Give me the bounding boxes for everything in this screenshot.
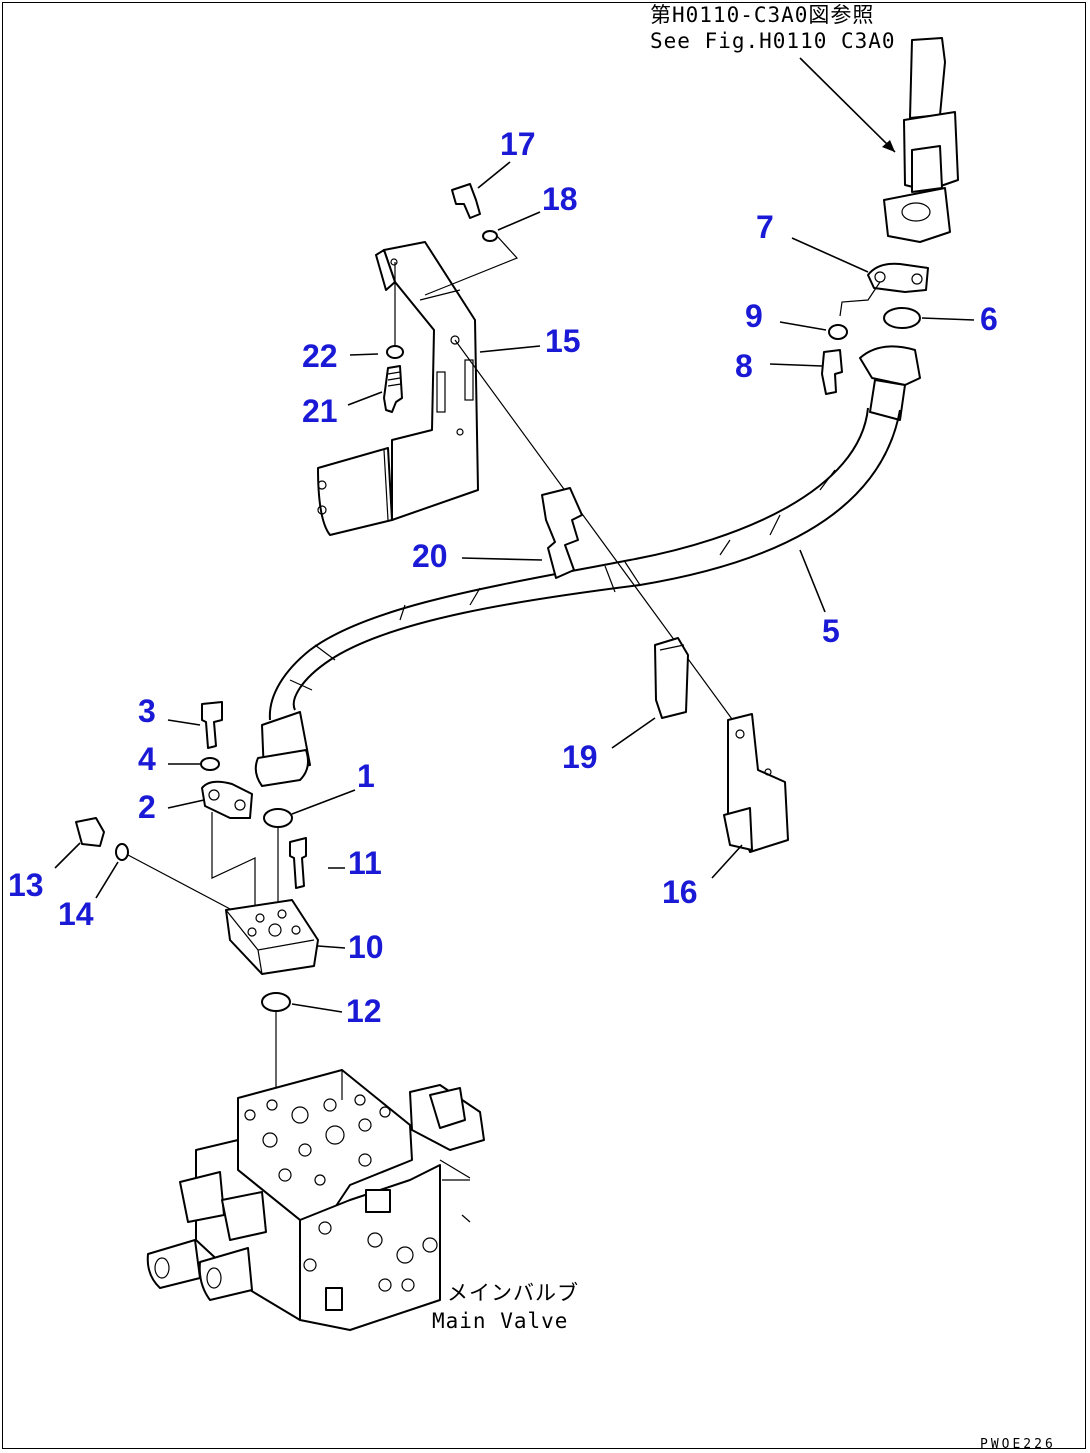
part-17-bolt — [451, 183, 481, 219]
part-3-bolt — [201, 701, 223, 749]
part-12-o-ring — [261, 992, 291, 1012]
part-4-washer — [200, 757, 220, 771]
callout-3: 3 — [138, 693, 156, 729]
callout-18: 18 — [542, 181, 578, 217]
leader-20 — [461, 557, 543, 561]
part-2-split-flange — [201, 780, 253, 819]
part-14-o-ring — [115, 843, 129, 861]
fig-reference-arrow — [799, 57, 896, 153]
leader-8 — [769, 363, 823, 367]
part-13-fitting — [75, 817, 105, 847]
callout-7: 7 — [756, 209, 774, 245]
callout-2: 2 — [138, 789, 156, 825]
leader-15 — [479, 345, 541, 353]
assembly-line-14-10 — [127, 854, 233, 911]
leader-1 — [291, 789, 356, 815]
part-18-washer — [482, 230, 498, 242]
leader-7 — [791, 237, 869, 273]
part-5-hose — [254, 345, 921, 787]
callout-5: 5 — [822, 613, 840, 649]
callout-17: 17 — [500, 126, 536, 162]
leader-14 — [95, 861, 119, 899]
callout-10: 10 — [348, 929, 384, 965]
part-19-clamp — [654, 637, 689, 719]
leader-10 — [317, 945, 346, 949]
callout-21: 21 — [302, 393, 338, 429]
leader-21 — [347, 391, 383, 406]
fig-reference-jp: 第H0110-C3A0図参照 — [650, 3, 874, 27]
callout-11: 11 — [348, 845, 382, 881]
leader-19 — [611, 717, 656, 749]
leader-13 — [54, 842, 81, 869]
part-11-bolt — [289, 837, 307, 889]
upper-pipe — [883, 37, 959, 243]
part-16-bracket — [723, 713, 789, 853]
part-15-bracket — [317, 241, 479, 536]
leader-18 — [497, 211, 541, 231]
leader-5 — [799, 549, 826, 613]
main-valve-label-jp: メインバルブ — [447, 1281, 579, 1305]
callout-15: 15 — [545, 323, 581, 359]
callout-12: 12 — [346, 993, 382, 1029]
leader-17 — [477, 161, 511, 189]
leader-6 — [921, 317, 975, 321]
callout-20: 20 — [412, 538, 448, 574]
part-22-washer — [386, 345, 404, 359]
part-9-washer — [828, 324, 848, 340]
main-valve-label-en: Main Valve — [432, 1309, 568, 1333]
callout-1: 1 — [357, 758, 375, 794]
assembly-line-15-16 — [454, 339, 741, 731]
leader-2 — [167, 799, 205, 809]
part-21-bolt — [383, 365, 403, 413]
assembly-line-2-10 — [211, 812, 256, 928]
arrow-head — [882, 140, 895, 152]
leader-9 — [779, 321, 827, 331]
callout-6: 6 — [980, 301, 998, 337]
drawing-code: PWOE226 — [980, 1437, 1056, 1452]
callout-4: 4 — [138, 741, 156, 777]
leader-16 — [711, 844, 743, 879]
part-6-o-ring — [883, 307, 921, 329]
part-10-adapter-block — [225, 899, 319, 975]
part-20-clamp — [541, 487, 583, 579]
callout-14: 14 — [58, 896, 94, 932]
callout-22: 22 — [302, 338, 338, 374]
assembly-line-17-18 — [424, 235, 519, 296]
part-1-o-ring — [263, 808, 293, 828]
callout-9: 9 — [745, 298, 763, 334]
fig-reference-en: See Fig.H0110 C3A0 — [650, 29, 896, 53]
leader-3 — [167, 719, 201, 726]
callout-16: 16 — [662, 874, 698, 910]
callout-13: 13 — [8, 867, 44, 903]
callout-19: 19 — [562, 739, 598, 775]
main-valve — [146, 1069, 485, 1331]
leader-12 — [291, 1003, 343, 1013]
part-8-bolt — [821, 349, 843, 395]
part-7-split-flange — [839, 262, 929, 317]
callout-8: 8 — [735, 348, 753, 384]
leader-22 — [349, 353, 379, 356]
